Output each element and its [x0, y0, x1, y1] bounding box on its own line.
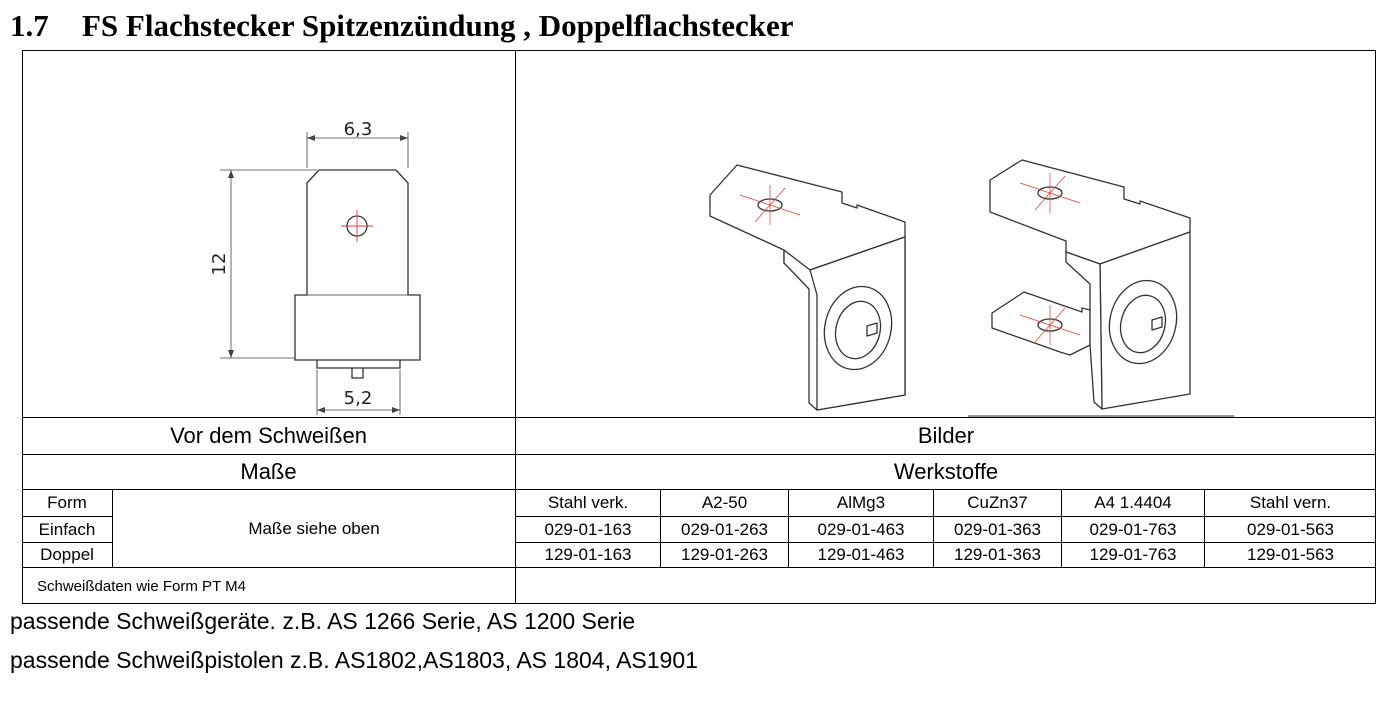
- materials-label: Werkstoffe: [893, 459, 999, 484]
- table-divider: [660, 489, 661, 567]
- material-header: A4 1.4404: [1094, 493, 1172, 512]
- pictures-label: Bilder: [917, 423, 975, 448]
- article-code: 129-01-763: [1089, 545, 1177, 564]
- before-welding-label: Vor dem Schweißen: [170, 423, 367, 448]
- table-divider: [1061, 489, 1062, 567]
- table-divider: [1204, 489, 1205, 567]
- table-divider: [788, 489, 789, 567]
- table-rule: [22, 542, 112, 543]
- material-header: AlMg3: [836, 493, 886, 512]
- dimensions-note: Maße siehe oben: [248, 518, 380, 538]
- product-pictures: [709, 159, 1234, 417]
- article-code: 129-01-163: [544, 545, 632, 564]
- form-header: Form: [47, 493, 87, 512]
- double-flat-plug-crosshair: [1019, 173, 1081, 345]
- double-flat-plug-image: [989, 159, 1191, 410]
- table-rule: [22, 417, 1376, 418]
- dimensions-label: Maße: [240, 459, 297, 484]
- article-code: 029-01-263: [681, 519, 768, 539]
- form-single: Einfach: [38, 519, 96, 539]
- single-flat-plug-crosshair: [739, 185, 801, 225]
- dimension-height: 12: [209, 253, 230, 276]
- table-rule: [22, 567, 1376, 568]
- technical-drawing: 6,3 12 5,2: [209, 119, 421, 415]
- article-code: 029-01-163: [544, 519, 632, 539]
- article-code: 029-01-763: [1089, 519, 1177, 539]
- dimension-width-bottom: 5,2: [344, 388, 373, 409]
- form-double: Doppel: [40, 545, 94, 564]
- table-divider: [933, 489, 934, 567]
- dimension-width-top: 6,3: [344, 119, 373, 140]
- article-code: 129-01-263: [681, 545, 768, 564]
- article-code: 029-01-563: [1247, 519, 1334, 539]
- section-heading: 1.7 FS Flachstecker Spitzenzündung , Dopp…: [10, 8, 794, 48]
- article-code: 129-01-463: [817, 545, 905, 564]
- article-code: 029-01-463: [817, 519, 905, 539]
- section-number: 1.7: [10, 8, 49, 43]
- welding-data-note: Schweißdaten wie Form PT M4: [37, 577, 246, 595]
- material-header: Stahl vern.: [1249, 493, 1332, 512]
- table-rule: [22, 516, 112, 517]
- table-rule: [515, 516, 1376, 517]
- suitable-guns-line: passende Schweißpistolen z.B. AS1802,AS1…: [10, 647, 698, 673]
- material-header: Stahl verk.: [547, 493, 629, 512]
- article-code: 129-01-563: [1247, 545, 1334, 564]
- article-code: 029-01-363: [954, 519, 1041, 539]
- material-header: A2-50: [701, 493, 748, 512]
- table-rule: [22, 454, 1376, 455]
- table-rule: [22, 489, 1376, 490]
- spec-table: [22, 50, 1376, 604]
- table-divider: [112, 489, 113, 567]
- suitable-devices-line: passende Schweißgeräte. z.B. AS 1266 Ser…: [10, 608, 636, 634]
- material-header: CuZn37: [967, 493, 1028, 512]
- article-code: 129-01-363: [954, 545, 1041, 564]
- table-divider: [515, 50, 516, 604]
- single-flat-plug-image: [709, 164, 906, 411]
- table-rule: [515, 542, 1376, 543]
- section-title: FS Flachstecker Spitzenzündung , Doppelf…: [82, 8, 794, 43]
